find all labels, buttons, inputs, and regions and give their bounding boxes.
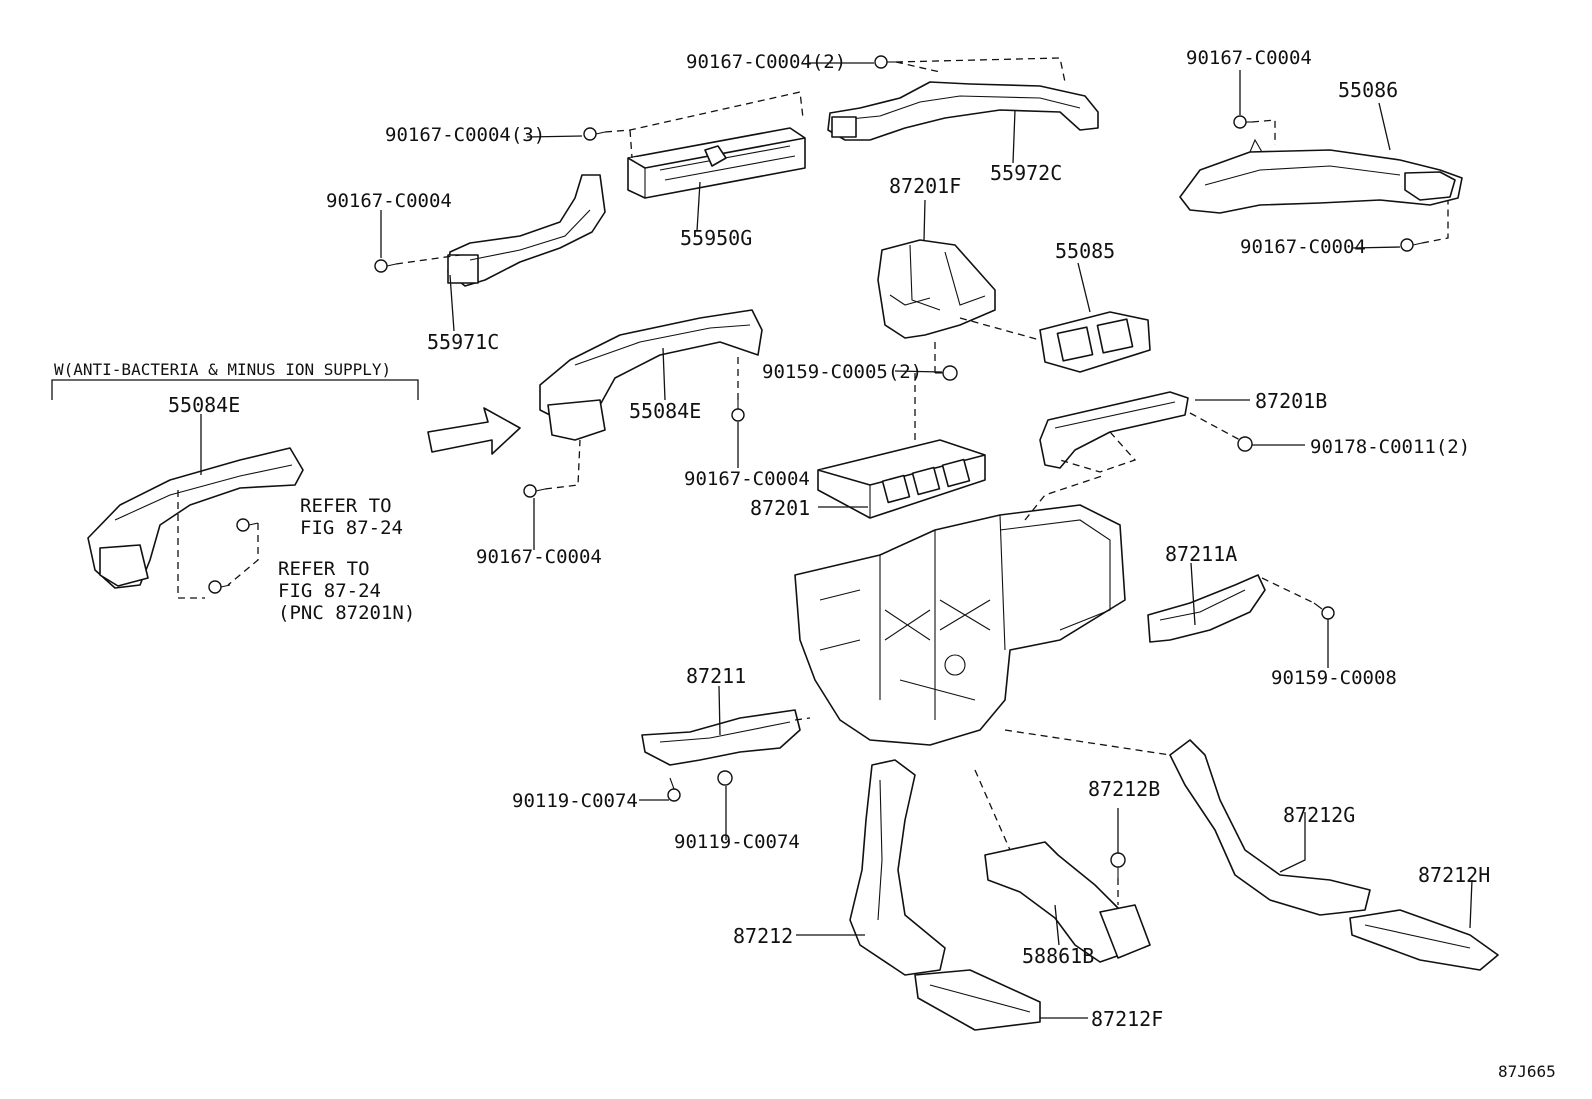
duct-87212 bbox=[849, 759, 946, 976]
label-87212h: 87212H bbox=[1418, 863, 1490, 887]
duct-55084e-variant bbox=[87, 447, 304, 589]
label-90167-c0004: 90167-C0004 bbox=[476, 546, 602, 568]
duct-55084e-center bbox=[539, 309, 763, 441]
bolt-icon bbox=[208, 580, 231, 594]
bolt-icon bbox=[935, 365, 958, 381]
duct-87212g bbox=[1169, 739, 1371, 916]
bolt-icon bbox=[1400, 238, 1423, 252]
label-90167-c0004: 90167-C0004 bbox=[684, 468, 810, 490]
label-55084e: 55084E bbox=[629, 399, 701, 423]
bolt-icon bbox=[236, 518, 259, 532]
duct-87211a bbox=[1147, 574, 1266, 643]
label-90178-c0011-2: 90178-C0011(2) bbox=[1310, 436, 1470, 458]
bolt-icon bbox=[523, 484, 546, 498]
label-90167-c0004: 90167-C0004 bbox=[1240, 236, 1366, 258]
refer-2-line3: (PNC 87201N) bbox=[278, 602, 415, 624]
label-87211: 87211 bbox=[686, 664, 746, 688]
figure-code: 87J665 bbox=[1498, 1062, 1556, 1081]
label-55972c: 55972C bbox=[990, 161, 1062, 185]
label-90167-c0004-2: 90167-C0004(2) bbox=[686, 51, 846, 73]
bolt-icon bbox=[717, 770, 733, 786]
bolt-icon bbox=[874, 55, 896, 69]
bolt-icon bbox=[1313, 602, 1335, 620]
label-87212b: 87212B bbox=[1088, 777, 1160, 801]
label-87201: 87201 bbox=[750, 496, 810, 520]
variant-note: W(ANTI-BACTERIA & MINUS ION SUPPLY) bbox=[54, 360, 391, 379]
duct-87212h bbox=[1349, 909, 1499, 971]
label-87212f: 87212F bbox=[1091, 1007, 1163, 1031]
bolt-icon bbox=[667, 777, 681, 802]
label-90167-c0004-3: 90167-C0004(3) bbox=[385, 124, 545, 146]
bolt-icon bbox=[1237, 436, 1253, 452]
register-55085 bbox=[1039, 311, 1151, 373]
label-87212: 87212 bbox=[733, 924, 793, 948]
label-55971c: 55971C bbox=[427, 330, 499, 354]
label-55085: 55085 bbox=[1055, 239, 1115, 263]
clip-icon bbox=[1110, 852, 1126, 878]
label-55084e-variant: 55084E bbox=[168, 393, 240, 417]
label-90159-c0008: 90159-C0008 bbox=[1271, 667, 1397, 689]
label-90159-c0005-2: 90159-C0005(2) bbox=[762, 361, 922, 383]
label-87212g: 87212G bbox=[1283, 803, 1355, 827]
refer-1-line2: FIG 87-24 bbox=[300, 517, 403, 539]
duct-55971c bbox=[447, 174, 606, 287]
register-87201 bbox=[817, 439, 986, 519]
bolt-icon bbox=[1233, 115, 1252, 129]
label-58861b: 58861B bbox=[1022, 944, 1094, 968]
bolt-icon bbox=[583, 127, 606, 141]
label-87211a: 87211A bbox=[1165, 542, 1237, 566]
bolt-icon bbox=[731, 400, 745, 422]
refer-2-line1: REFER TO bbox=[278, 558, 370, 580]
label-55086: 55086 bbox=[1338, 78, 1398, 102]
label-90119-c0074: 90119-C0074 bbox=[512, 790, 638, 812]
arrow-icon bbox=[427, 407, 521, 455]
label-87201f: 87201F bbox=[889, 174, 961, 198]
bolt-icon bbox=[374, 259, 397, 273]
label-90167-c0004: 90167-C0004 bbox=[1186, 47, 1312, 69]
label-90119-c0074: 90119-C0074 bbox=[674, 831, 800, 853]
variant-bracket bbox=[51, 379, 419, 400]
label-87201b: 87201B bbox=[1255, 389, 1327, 413]
duct-87211 bbox=[641, 709, 801, 766]
duct-55972c bbox=[827, 81, 1099, 141]
register-55950g bbox=[627, 127, 806, 199]
duct-55086 bbox=[1179, 138, 1463, 214]
refer-1-line1: REFER TO bbox=[300, 495, 392, 517]
refer-2-line2: FIG 87-24 bbox=[278, 580, 381, 602]
duct-58861b bbox=[984, 841, 1151, 963]
housing-87201f bbox=[877, 239, 996, 339]
label-55950g: 55950G bbox=[680, 226, 752, 250]
duct-87212f bbox=[914, 969, 1041, 1031]
label-90167-c0004: 90167-C0004 bbox=[326, 190, 452, 212]
hvac-unit bbox=[794, 504, 1126, 746]
duct-87201b bbox=[1039, 391, 1189, 469]
